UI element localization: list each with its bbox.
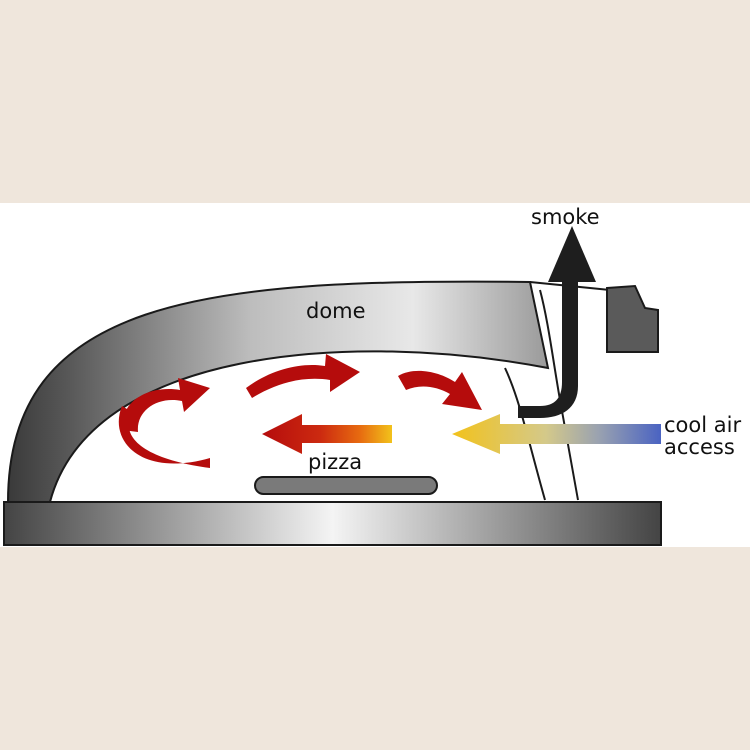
- curved-arrow-icon: [118, 406, 210, 468]
- smoke-hook: [518, 276, 578, 418]
- pizza-label: pizza: [308, 450, 362, 474]
- arrow-left-icon: [262, 414, 392, 454]
- arrow-up-icon: [548, 226, 596, 282]
- smoke-label: smoke: [531, 205, 600, 229]
- curved-arrow-icon: [121, 378, 210, 432]
- curved-arrow-icon: [246, 354, 360, 398]
- dome-label: dome: [306, 299, 366, 323]
- cool-air-label: cool air: [664, 413, 741, 437]
- curved-arrow-icon: [398, 370, 482, 410]
- smoke-flow: [518, 226, 596, 418]
- pizza-shape: [254, 476, 438, 495]
- access-label: access: [664, 435, 735, 459]
- chimney-block: [606, 284, 659, 353]
- heat-flow-arrows: [118, 354, 482, 468]
- arrow-left-icon: [452, 414, 661, 454]
- oven-floor: [3, 501, 662, 546]
